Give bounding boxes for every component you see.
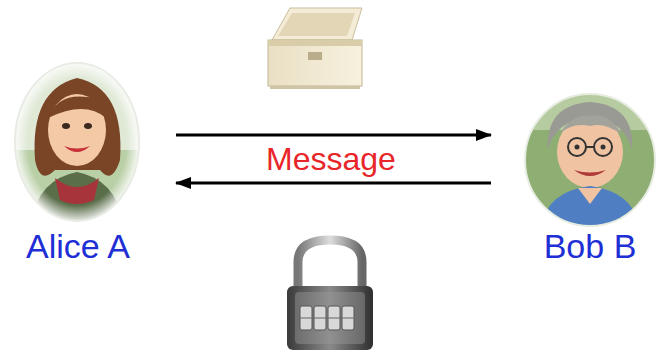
message-label: Message	[266, 141, 396, 177]
message-arrow	[176, 134, 491, 137]
person-node: Bob B	[523, 92, 657, 266]
portrait-space	[12, 62, 144, 226]
portrait-frame	[525, 94, 655, 226]
portrait-frame	[15, 63, 139, 221]
padlock-icon	[287, 240, 373, 350]
box-icon	[268, 8, 362, 89]
alice-portrait	[10, 60, 150, 230]
message-arrow	[176, 182, 491, 185]
bob-portrait	[520, 90, 660, 230]
person-name: Bob B	[523, 226, 657, 266]
person-node: Alice A	[12, 62, 144, 266]
portrait-space	[523, 92, 657, 226]
person-name: Alice A	[12, 226, 144, 266]
